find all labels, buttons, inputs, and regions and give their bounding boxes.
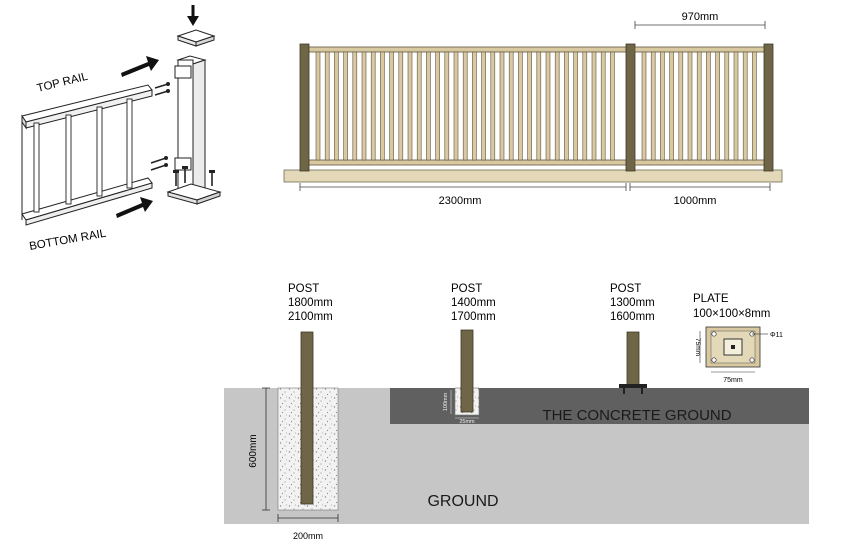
- fence-post: [625, 43, 636, 172]
- plate-width-label: 75mm: [723, 377, 743, 384]
- post-1-title: POST: [288, 283, 319, 295]
- fence-picket: [706, 51, 711, 161]
- fence-picket: [444, 51, 450, 161]
- arrow-right-icon: [121, 56, 159, 77]
- base-strip: [283, 169, 783, 183]
- bolt-hole-icon: [711, 331, 717, 337]
- fence-picket: [370, 51, 376, 161]
- bottom-rail-label: BOTTOM RAIL: [28, 228, 107, 253]
- post-2-length-a: 1400mm: [451, 297, 496, 309]
- plate-hole-label: Φ11: [770, 332, 783, 339]
- arrow-right-icon: [116, 197, 153, 218]
- depth-label: 600mm: [248, 434, 259, 467]
- fence-picket: [742, 51, 748, 161]
- down-arrow-head-icon: [187, 16, 199, 26]
- post-2-length-b: 1700mm: [451, 311, 496, 323]
- fence-picket: [343, 51, 348, 161]
- fence-picket: [564, 51, 569, 161]
- fence-picket: [660, 51, 665, 161]
- post-cap: [176, 29, 216, 47]
- right-panel-inner-label: 970mm: [682, 11, 719, 23]
- post-1-length-b: 2100mm: [288, 311, 333, 323]
- fence-picket: [715, 51, 720, 161]
- fence-picket: [582, 51, 588, 161]
- fence-picket: [380, 51, 385, 161]
- fence-picket: [687, 51, 693, 161]
- fence-picket: [435, 51, 440, 161]
- post-2-labels: POST 1400mm 1700mm: [451, 283, 496, 323]
- fence-picket: [472, 51, 477, 161]
- fence-picket: [678, 51, 684, 161]
- post-2-title: POST: [451, 283, 482, 295]
- bolt-hole-icon: [711, 357, 717, 363]
- post-1: [300, 331, 314, 505]
- bolt-hole-icon: [749, 357, 755, 363]
- post-3-length-b: 1600mm: [610, 311, 655, 323]
- fence-picket: [554, 51, 560, 161]
- right-fence-panel: [634, 43, 774, 172]
- fence-picket: [600, 51, 606, 161]
- fence-picket: [650, 51, 656, 161]
- plate-title: PLATE: [693, 293, 729, 305]
- fence-picket: [752, 51, 757, 161]
- right-panel-width-label: 1000mm: [674, 195, 717, 207]
- rail-section: [21, 84, 153, 226]
- fence-picket: [610, 51, 615, 161]
- fence-picket: [527, 51, 532, 161]
- fence-picket: [591, 51, 597, 161]
- fence-picket: [696, 51, 702, 161]
- fence-picket: [453, 51, 459, 161]
- small-width-label: 25mm: [459, 419, 475, 425]
- fence-picket: [398, 51, 404, 161]
- plate-height-label: 75mm: [694, 338, 701, 356]
- fence-picket: [416, 51, 422, 161]
- post-3: [626, 331, 640, 387]
- fence-picket: [733, 51, 739, 161]
- concrete-label: THE CONCRETE GROUND: [542, 407, 731, 424]
- fence-elevation: 970mm 2300mm 1000mm: [283, 11, 783, 207]
- post-3-length-a: 1300mm: [610, 297, 655, 309]
- post-2: [460, 329, 474, 413]
- fence-picket: [324, 51, 330, 161]
- fence-picket: [573, 51, 578, 161]
- post-1-length-a: 1800mm: [288, 297, 333, 309]
- fence-picket: [499, 51, 505, 161]
- fence-picket: [508, 51, 514, 161]
- plate-size: 100×100×8mm: [693, 308, 770, 320]
- fence-picket: [724, 51, 730, 161]
- fence-picket: [389, 51, 394, 161]
- fence-picket: [518, 51, 523, 161]
- fence-picket: [407, 51, 413, 161]
- base-plate: [619, 384, 647, 388]
- fence-picket: [481, 51, 486, 161]
- plate-detail: PLATE 100×100×8mm Φ11 75mm 75mm: [693, 293, 783, 384]
- fence-picket: [315, 51, 321, 161]
- fence-picket: [669, 51, 674, 161]
- left-panel-width-label: 2300mm: [439, 195, 482, 207]
- post-3-labels: POST 1300mm 1600mm: [610, 283, 655, 323]
- fence-post: [763, 43, 774, 172]
- assembly-drawing: TOP RAIL BOTTOM RAIL: [21, 5, 222, 253]
- post-1-labels: POST 1800mm 2100mm: [288, 283, 333, 323]
- post-3-title: POST: [610, 283, 641, 295]
- fence-picket: [361, 51, 367, 161]
- fence-picket: [426, 51, 431, 161]
- ground-section: 600mm 200mm 100mm 25mm THE CONCRETE GROU…: [224, 329, 809, 541]
- fence-picket: [462, 51, 468, 161]
- fence-picket: [641, 51, 647, 161]
- fence-picket: [490, 51, 496, 161]
- fence-post: [299, 43, 310, 172]
- left-fence-panel: [299, 43, 636, 172]
- small-depth-label: 100mm: [443, 392, 449, 411]
- fence-picket: [536, 51, 542, 161]
- fence-picket: [545, 51, 551, 161]
- post-body: [150, 55, 222, 205]
- fence-picket: [352, 51, 358, 161]
- fence-picket: [334, 51, 339, 161]
- hole-width-label: 200mm: [293, 531, 323, 541]
- ground-label: GROUND: [427, 493, 498, 510]
- top-rail-label: TOP RAIL: [36, 71, 90, 95]
